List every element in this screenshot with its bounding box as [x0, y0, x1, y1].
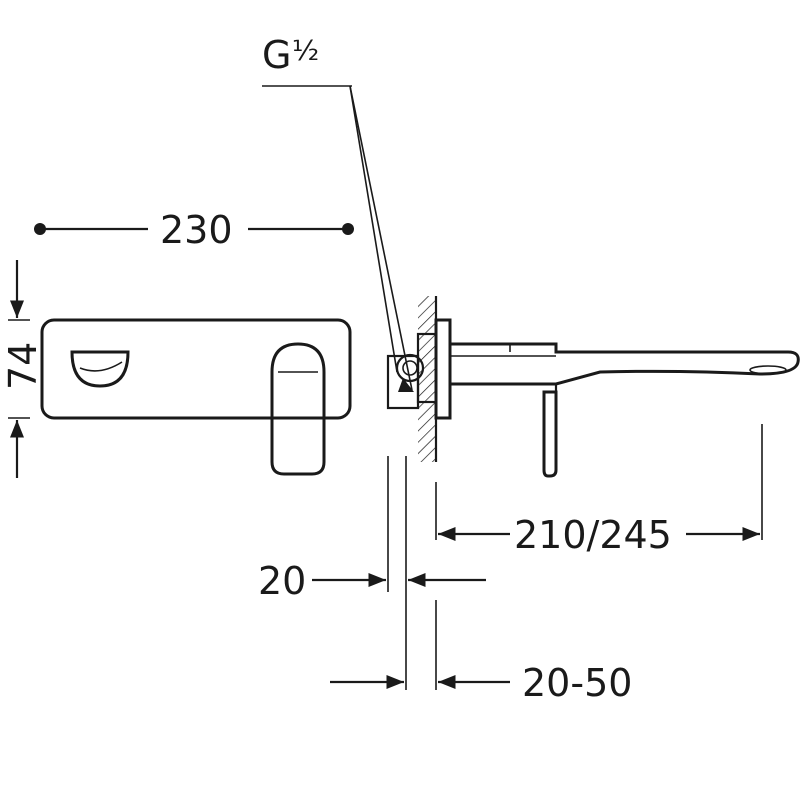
spout-outlet-inner: [79, 361, 123, 372]
wall-depth-dimension: 20-50: [330, 661, 632, 705]
plate-height-dimension: 74: [1, 260, 45, 478]
plate-thickness-dimension: 20: [258, 559, 486, 603]
plate-profile: [434, 318, 452, 420]
aerator-icon: [749, 365, 787, 375]
extension-lines: [387, 424, 763, 690]
thread-leader-arrow-icon: [398, 378, 414, 392]
wall-depth-label: 20-50: [522, 661, 632, 705]
side-view: [386, 296, 800, 478]
thread-main-label: G: [262, 33, 291, 77]
plate-width-label: 230: [160, 208, 233, 252]
lever-handle: [270, 342, 326, 476]
thread-connector-icon: [395, 353, 425, 383]
spout-outlet: [70, 350, 130, 388]
spout-length-label: 210/245: [514, 513, 672, 557]
thread-label: G ½: [262, 33, 414, 392]
wall-hatch: [418, 296, 436, 462]
plate-height-label: 74: [1, 342, 45, 390]
plate-width-dimension: 230: [34, 208, 354, 252]
handle-profile: [542, 390, 558, 478]
spout-length-dimension: 210/245: [438, 513, 760, 557]
thread-fraction-label: ½: [292, 34, 319, 67]
thread-leader-line-b: [349, 85, 398, 373]
front-view-plate: [40, 318, 352, 476]
thread-connector-inner: [402, 360, 418, 376]
wall-plate-outline: [40, 318, 352, 420]
thread-leader-line-a: [349, 85, 413, 391]
plate-thickness-label: 20: [258, 559, 306, 603]
spout-profile: [448, 342, 800, 386]
